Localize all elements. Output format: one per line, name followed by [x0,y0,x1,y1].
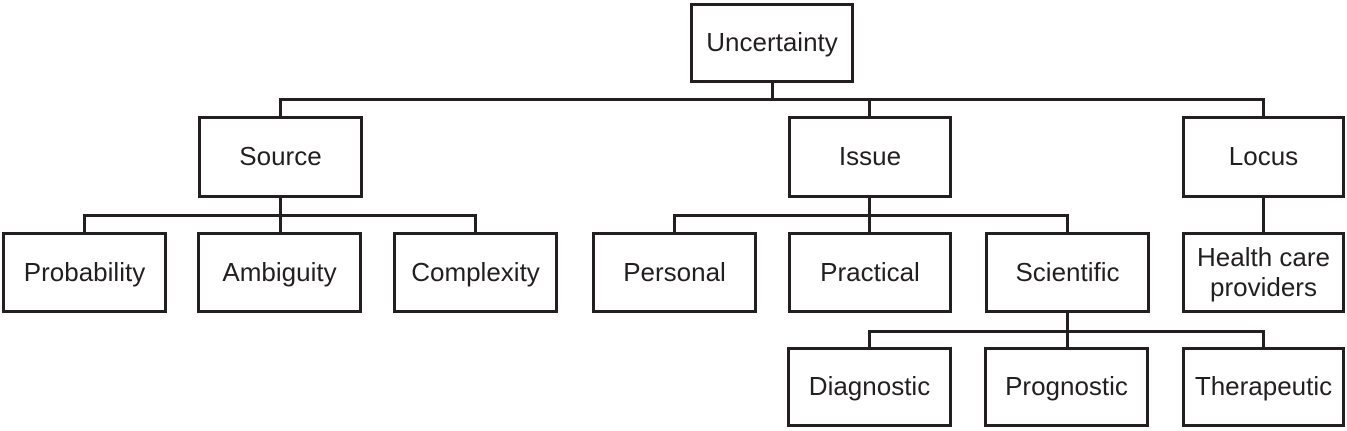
connector-drop-complexity [474,214,477,232]
node-practical-label: Practical [820,256,920,287]
connector-drop-diagnostic [868,330,871,347]
node-complexity: Complexity [393,232,558,313]
node-ambiguity: Ambiguity [197,232,362,313]
node-uncertainty-label: Uncertainty [706,27,838,58]
node-diagnostic: Diagnostic [787,347,952,427]
node-personal: Personal [592,232,757,313]
connector-issue-rail [673,214,1069,217]
node-ambiguity-label: Ambiguity [222,256,337,287]
node-issue-label: Issue [838,141,902,172]
connector-uncertainty-stem [771,83,774,101]
node-prognostic: Prognostic [984,347,1149,427]
connector-drop-scientific [1066,214,1069,232]
connector-level1-rail [279,98,1265,101]
connector-drop-therapeutic [1262,330,1265,347]
connector-source-rail [83,214,477,217]
node-locus-label: Locus [1228,141,1299,172]
node-probability-label: Probability [23,256,146,287]
node-health-care-providers: Health care providers [1182,232,1345,313]
connector-scientific-rail [868,330,1265,333]
node-therapeutic-label: Therapeutic [1194,371,1333,402]
node-therapeutic: Therapeutic [1182,347,1345,427]
node-source-label: Source [239,141,322,172]
node-prognostic-label: Prognostic [1005,371,1128,402]
node-scientific-label: Scientific [1015,256,1120,287]
node-practical: Practical [788,232,952,313]
node-scientific: Scientific [985,232,1150,313]
connector-drop-locus [1262,98,1265,116]
connector-drop-probability [83,214,86,232]
node-issue: Issue [788,116,952,198]
connector-locus-stem [1262,198,1265,232]
node-locus: Locus [1182,116,1345,198]
node-health-care-providers-label: Health care providers [1197,241,1330,302]
node-personal-label: Personal [623,256,726,287]
connector-drop-source [279,98,282,116]
node-uncertainty: Uncertainty [690,3,854,83]
node-complexity-label: Complexity [411,256,540,287]
connector-drop-issue [868,98,871,116]
connector-drop-personal [673,214,676,232]
node-probability: Probability [2,232,167,313]
node-diagnostic-label: Diagnostic [808,371,931,402]
node-source: Source [198,116,363,198]
